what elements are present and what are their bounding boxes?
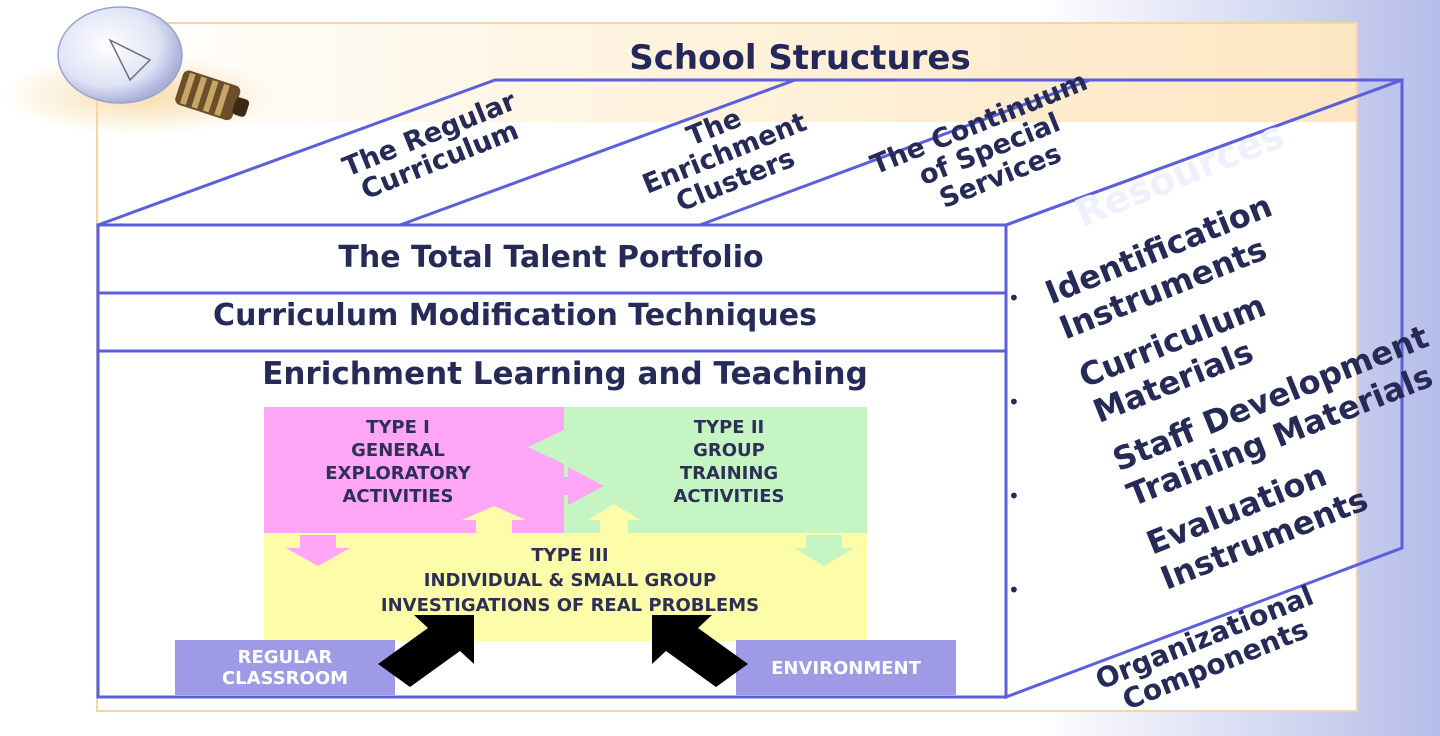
light-bulb-icon (0, 6, 280, 135)
type1-box (264, 407, 564, 535)
arrow-type2-to-type3 (794, 535, 854, 566)
environment-arrow (652, 615, 748, 687)
regular-classroom-tab-bg (175, 640, 395, 695)
environment-tab: ENVIRONMENT (771, 658, 921, 679)
enrichment-learning-band: Enrichment Learning and Teaching (262, 356, 868, 392)
cube-side-face (1004, 77, 1404, 700)
type3-box (264, 533, 867, 641)
arrow-type1-to-type3 (286, 535, 350, 566)
type3-label: TYPE III INDIVIDUAL & SMALL GROUP INVEST… (380, 545, 760, 616)
bullet-1: • (1008, 286, 1020, 310)
curriculum-modification-band: Curriculum Modification Techniques (213, 298, 817, 333)
arrow-type3-to-type1 (462, 506, 526, 535)
top-divider-2 (699, 78, 1091, 227)
bullet-3: • (1008, 484, 1020, 508)
arrow-type1-to-type2 (528, 467, 604, 505)
total-talent-portfolio-band: The Total Talent Portfolio (338, 240, 764, 275)
arrow-type2-to-type1 (528, 428, 604, 466)
diagram-title: School Structures (629, 38, 971, 78)
regular-classroom-tab: REGULAR CLASSROOM (221, 647, 349, 689)
arrow-type3-to-type2 (588, 504, 640, 535)
type2-label: TYPE II GROUP TRAINING ACTIVITIES (673, 417, 785, 507)
bullet-4: • (1008, 578, 1020, 602)
bullet-2: • (1008, 390, 1020, 414)
environment-tab-bg (736, 640, 956, 695)
regular-classroom-arrow (378, 615, 474, 687)
type1-label: TYPE I GENERAL EXPLORATORY ACTIVITIES (325, 417, 471, 507)
top-divider-1 (399, 78, 796, 227)
